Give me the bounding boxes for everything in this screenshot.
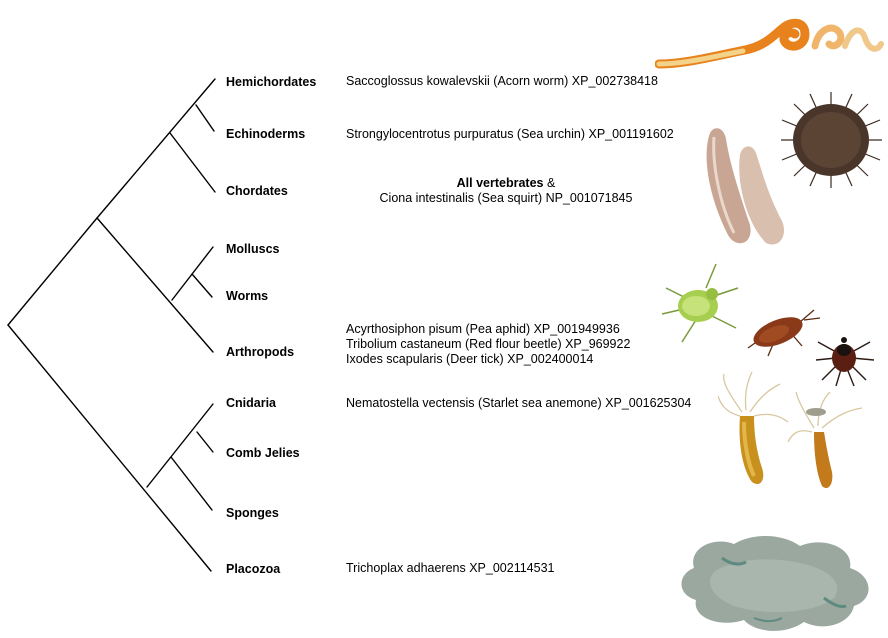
branch-worms (192, 274, 212, 297)
chordates-ciona-label: Ciona intestinalis (Sea squirt) NP_00107… (346, 191, 666, 206)
species-hemichordates: Saccoglossus kowalevskii (Acorn worm) XP… (346, 74, 658, 89)
trichoplax-illustration (674, 528, 884, 636)
sea-squirt-illustration (700, 125, 790, 250)
flour-beetle-illustration (742, 298, 822, 360)
branch-root-lower (8, 325, 211, 571)
species-arthropods: Acyrthosiphon pisum (Pea aphid) XP_00194… (346, 322, 630, 367)
species-chordates: All vertebrates & Ciona intestinalis (Se… (346, 176, 666, 206)
taxon-arthropods: Arthropods (226, 345, 294, 359)
species-pea-aphid: Acyrthosiphon pisum (Pea aphid) XP_00194… (346, 322, 630, 337)
species-flour-beetle: Tribolium castaneum (Red flour beetle) X… (346, 337, 630, 352)
taxon-cnidaria: Cnidaria (226, 396, 276, 410)
species-echinoderms: Strongylocentrotus purpuratus (Sea urchi… (346, 127, 674, 142)
taxon-hemichordates: Hemichordates (226, 75, 316, 89)
taxon-chordates: Chordates (226, 184, 288, 198)
species-cnidaria: Nematostella vectensis (Starlet sea anem… (346, 396, 691, 411)
taxon-molluscs: Molluscs (226, 242, 280, 256)
branch-ambulacraria (170, 133, 215, 192)
chordates-ampersand: & (544, 176, 556, 190)
species-deer-tick: Ixodes scapularis (Deer tick) XP_0024000… (346, 352, 630, 367)
branch-root-upper (8, 218, 97, 325)
species-placozoa: Trichoplax adhaerens XP_002114531 (346, 561, 554, 576)
pea-aphid-illustration (656, 258, 742, 348)
taxon-worms: Worms (226, 289, 268, 303)
branch-sponges (171, 457, 212, 510)
branch-basal-group (147, 404, 213, 487)
acorn-worm-illustration (655, 6, 885, 76)
branch-deuterostome (97, 79, 215, 218)
branch-echinoderm-hemichordate (196, 105, 214, 131)
taxon-echinoderms: Echinoderms (226, 127, 305, 141)
sea-urchin-illustration (776, 90, 886, 190)
branch-comb-jellies (197, 432, 213, 452)
branch-protostome (97, 218, 213, 352)
taxon-comb-jellies: Comb Jelies (226, 446, 300, 460)
taxon-sponges: Sponges (226, 506, 279, 520)
chordates-vertebrates-label: All vertebrates (457, 176, 544, 190)
taxon-placozoa: Placozoa (226, 562, 280, 576)
sea-anemone-illustration (718, 372, 868, 502)
